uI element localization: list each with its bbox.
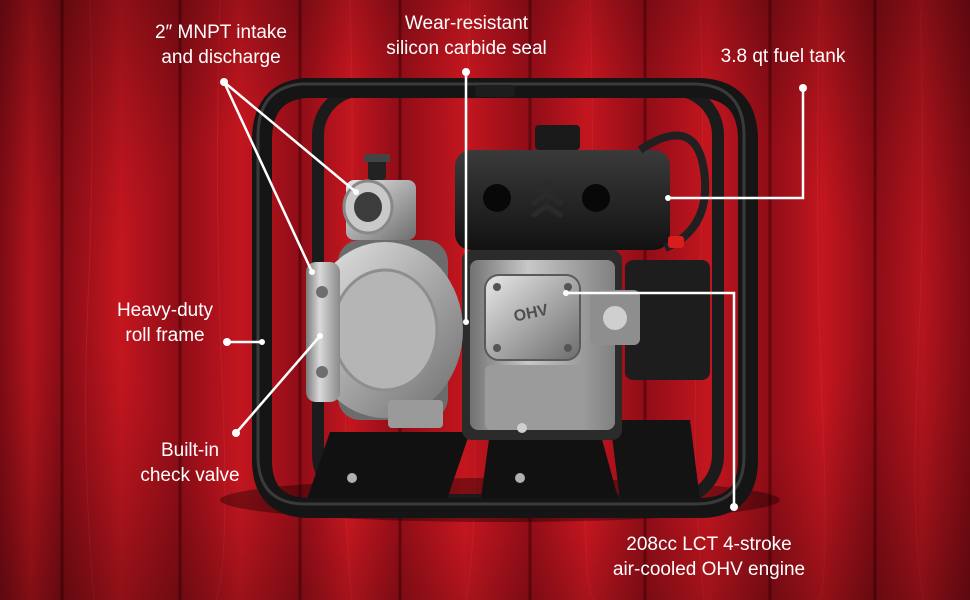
- callout-engine: 208cc LCT 4-stroke air-cooled OHV engine: [594, 532, 824, 582]
- callout-roll-frame: Heavy-duty roll frame: [110, 298, 220, 348]
- callout-seal-line1: Wear-resistant: [404, 13, 529, 34]
- callout-intake-line1: 2″ MNPT intake: [154, 22, 288, 43]
- callout-fuel-line1: 3.8 qt fuel tank: [720, 46, 846, 67]
- callout-frame-line1: Heavy-duty: [116, 300, 214, 321]
- callout-seal: Wear-resistant silicon carbide seal: [384, 11, 549, 61]
- callout-seal-line2: silicon carbide seal: [386, 38, 547, 59]
- engine-badge: OHV: [512, 302, 550, 326]
- callout-frame-line2: roll frame: [125, 325, 205, 346]
- callout-dots: [220, 68, 807, 511]
- water-pump: OHV: [220, 78, 780, 522]
- callout-engine-line2: air-cooled OHV engine: [612, 559, 806, 580]
- callout-leaders: [222, 72, 805, 507]
- callout-valve-line1: Built-in: [160, 440, 220, 461]
- callout-check-valve: Built-in check valve: [130, 438, 250, 488]
- callout-fuel-tank: 3.8 qt fuel tank: [708, 44, 858, 69]
- callout-engine-line1: 208cc LCT 4-stroke: [626, 534, 792, 555]
- callout-intake-line2: and discharge: [161, 47, 281, 68]
- callout-valve-line2: check valve: [140, 465, 240, 486]
- callout-intake-discharge: 2″ MNPT intake and discharge: [140, 20, 302, 70]
